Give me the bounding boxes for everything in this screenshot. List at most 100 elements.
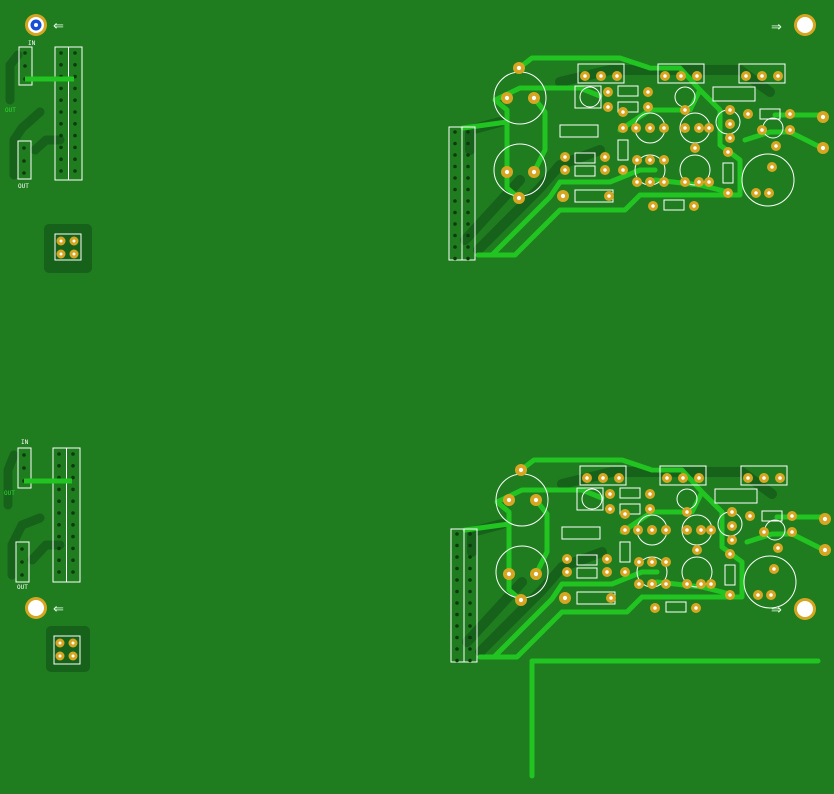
header-pin [455, 543, 459, 548]
header-pin [466, 187, 470, 192]
header-pin [71, 511, 75, 515]
header-pin [59, 86, 63, 91]
header-pin [453, 233, 457, 238]
header-pin [455, 532, 459, 536]
in-label-2: IN [21, 439, 29, 446]
header-pin [73, 133, 77, 138]
header-pin [468, 543, 472, 548]
header-pin [59, 122, 63, 126]
header-pin [468, 658, 472, 663]
header-pin [455, 624, 459, 628]
header-pin [71, 475, 75, 480]
arrow-icon: ⇐ [53, 19, 64, 34]
header-pin [466, 141, 470, 146]
header-pin [59, 169, 63, 173]
header-pin [455, 601, 459, 605]
header-pin [59, 98, 63, 102]
header-pin [466, 245, 470, 249]
header-pin [453, 164, 457, 169]
header-pin [453, 153, 457, 157]
header-pin [466, 153, 470, 157]
header-pin [453, 176, 457, 180]
mounting-hole-icon [25, 14, 47, 36]
header-pin [73, 86, 77, 91]
top-input-module: ⇐ IN OUT OUT [5, 14, 92, 273]
header-pin [455, 612, 459, 617]
header-pin [57, 511, 61, 515]
mounting-hole-icon [794, 14, 816, 36]
header-pin [57, 546, 61, 551]
header-pin [468, 601, 472, 605]
header-pin [453, 245, 457, 249]
header-pin [468, 578, 472, 582]
header-pin [59, 145, 63, 150]
out-label-green: OUT [5, 107, 16, 114]
header-pin [71, 452, 75, 456]
header-pin [71, 546, 75, 551]
header-pin [466, 256, 470, 261]
header-pin [73, 74, 77, 79]
header-pin [468, 555, 472, 559]
header-pin [455, 635, 459, 640]
header-pin [466, 130, 470, 134]
top-amplifier-module: + [448, 55, 829, 261]
header-pin [71, 558, 75, 562]
header-pin [466, 199, 470, 203]
header-pin [455, 658, 459, 663]
header-pin [455, 566, 459, 571]
arrow-icon: ⇒ [771, 603, 782, 618]
header-pin [73, 122, 77, 126]
header-pin [468, 624, 472, 628]
mounting-hole-icon [25, 597, 47, 619]
bottom-amplifier-module: + [450, 457, 831, 663]
header-pin [466, 222, 470, 226]
header-pin [73, 110, 77, 114]
header-pin [468, 612, 472, 617]
header-pin [57, 487, 61, 492]
header-pin [59, 63, 63, 67]
header-pin [59, 51, 63, 55]
header-pin [455, 555, 459, 559]
header-pin [73, 63, 77, 67]
header-pin [453, 141, 457, 146]
header-pin [453, 256, 457, 261]
header-pin [468, 589, 472, 594]
header-pin [57, 558, 61, 562]
header-pin [71, 464, 75, 468]
header-pin [57, 464, 61, 468]
header-pin [73, 51, 77, 55]
header-pin [468, 532, 472, 536]
ground-pad-top [44, 224, 92, 273]
header-pin [466, 176, 470, 180]
out-label-green-2: OUT [4, 490, 15, 497]
arrow-icon: ⇒ [771, 20, 782, 35]
out-label: OUT [18, 183, 29, 190]
header-pin [453, 130, 457, 134]
header-pin [455, 647, 459, 651]
header-pin [468, 566, 472, 571]
header-pin [57, 452, 61, 456]
header-pin [59, 110, 63, 114]
header-pin [453, 199, 457, 203]
in-label: IN [28, 40, 36, 47]
pad-block [56, 236, 79, 259]
header-pin [73, 169, 77, 173]
header-pin [455, 589, 459, 594]
arrow-icon: ⇐ [53, 602, 64, 617]
header-pin [59, 157, 63, 161]
mounting-hole-icon [794, 598, 816, 620]
header-pin [57, 534, 61, 539]
header-pin [57, 499, 61, 504]
edge-trace [529, 658, 821, 779]
header-pin [468, 635, 472, 640]
header-pin [73, 145, 77, 150]
header-pin [71, 523, 75, 527]
header-pin [468, 647, 472, 651]
header-pin [466, 164, 470, 169]
header-pin [71, 499, 75, 504]
header-pin [466, 233, 470, 238]
header-pin [73, 98, 77, 102]
header-pin [466, 210, 470, 215]
